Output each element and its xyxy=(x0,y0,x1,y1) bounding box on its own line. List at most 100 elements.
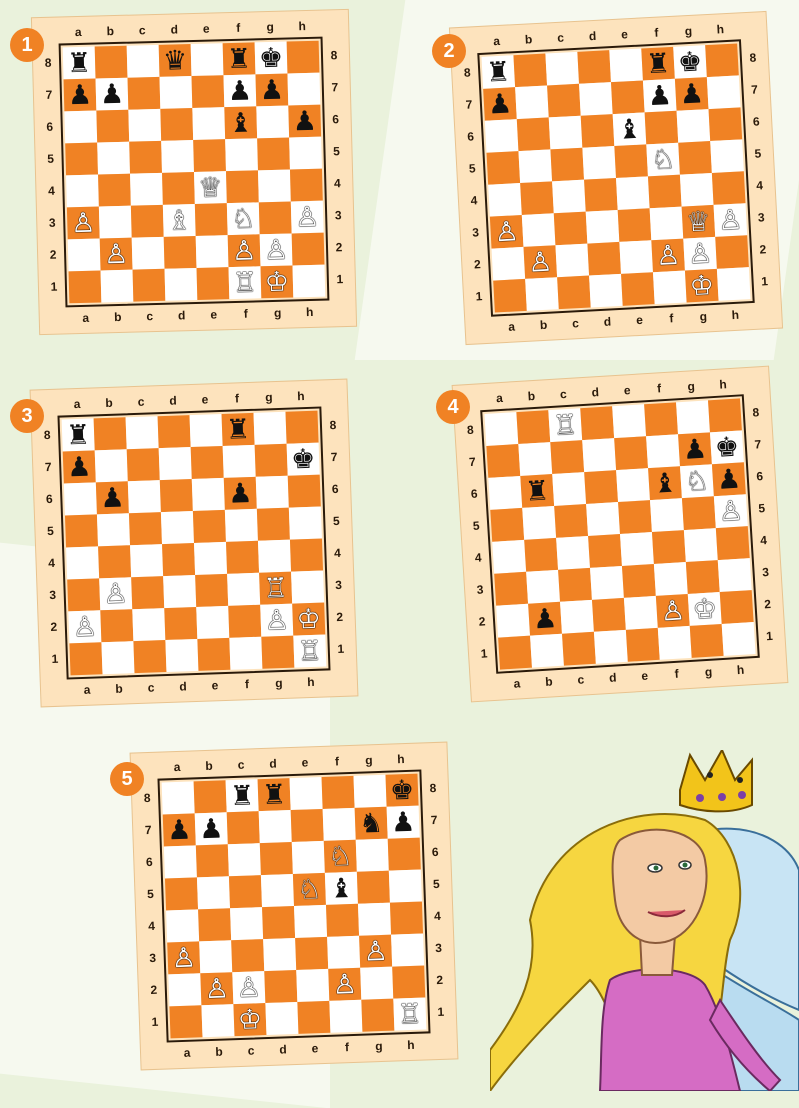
square-g4[interactable] xyxy=(680,173,714,207)
square-a4[interactable] xyxy=(66,546,99,579)
square-g8[interactable]: ♚ xyxy=(255,42,288,75)
square-c5[interactable] xyxy=(550,148,584,182)
square-g1[interactable]: ♔ xyxy=(685,269,719,303)
square-a4[interactable] xyxy=(488,183,522,217)
square-a1[interactable] xyxy=(169,1005,202,1038)
square-h5[interactable] xyxy=(289,137,322,170)
square-h7[interactable] xyxy=(707,75,741,109)
square-h1[interactable]: ♖ xyxy=(293,634,326,667)
square-d8[interactable] xyxy=(577,50,611,84)
square-f6[interactable] xyxy=(645,111,679,145)
square-c2[interactable]: ♙ xyxy=(232,971,265,1004)
black-pawn-icon[interactable]: ♟ xyxy=(67,81,92,109)
black-pawn-icon[interactable]: ♟ xyxy=(100,484,125,512)
square-d3[interactable]: ♗ xyxy=(163,204,196,237)
square-f2[interactable]: ♙ xyxy=(228,234,261,267)
square-g6[interactable] xyxy=(256,476,289,509)
square-d2[interactable] xyxy=(164,607,197,640)
square-a5[interactable] xyxy=(65,514,98,547)
square-d6[interactable] xyxy=(584,470,618,504)
square-h8[interactable] xyxy=(708,398,742,432)
square-a6[interactable] xyxy=(64,111,97,144)
square-h7[interactable]: ♚ xyxy=(287,443,320,476)
square-b7[interactable]: ♟ xyxy=(195,812,228,845)
square-a8[interactable]: ♜ xyxy=(481,55,515,89)
square-f6[interactable]: ♟ xyxy=(224,477,257,510)
square-f5[interactable]: ♘ xyxy=(646,143,680,177)
square-e1[interactable] xyxy=(297,1001,330,1034)
square-b1[interactable] xyxy=(525,277,559,311)
square-a5[interactable] xyxy=(490,508,524,542)
black-pawn-icon[interactable]: ♟ xyxy=(99,80,124,108)
square-g5[interactable] xyxy=(257,508,290,541)
square-b8[interactable] xyxy=(95,46,128,79)
black-rook-icon[interactable]: ♜ xyxy=(225,415,250,443)
square-b3[interactable] xyxy=(99,206,132,239)
square-h3[interactable]: ♙ xyxy=(291,201,324,234)
square-d6[interactable] xyxy=(581,114,615,148)
square-e7[interactable] xyxy=(191,75,224,108)
white-knight-icon[interactable]: ♘ xyxy=(650,145,676,173)
square-h4[interactable] xyxy=(712,171,746,205)
square-g1[interactable]: ♔ xyxy=(260,265,293,298)
square-f3[interactable] xyxy=(227,573,260,606)
square-a3[interactable]: ♙ xyxy=(167,941,200,974)
black-pawn-icon[interactable]: ♟ xyxy=(716,465,742,493)
square-h8[interactable] xyxy=(285,411,318,444)
square-f3[interactable] xyxy=(327,936,360,969)
square-a7[interactable]: ♟ xyxy=(483,87,517,121)
white-pawn-icon[interactable]: ♙ xyxy=(103,580,128,608)
square-c7[interactable] xyxy=(128,77,161,110)
black-king-icon[interactable]: ♚ xyxy=(389,776,414,804)
square-e1[interactable] xyxy=(621,272,655,306)
square-h4[interactable] xyxy=(290,539,323,572)
white-knight-icon[interactable]: ♘ xyxy=(231,205,256,233)
square-a6[interactable] xyxy=(64,482,97,515)
square-h4[interactable] xyxy=(390,902,423,935)
square-c8[interactable] xyxy=(126,416,159,449)
square-e7[interactable] xyxy=(614,436,648,470)
square-e3[interactable] xyxy=(618,208,652,242)
square-d5[interactable] xyxy=(261,874,294,907)
square-c1[interactable]: ♔ xyxy=(233,1003,266,1036)
black-pawn-icon[interactable]: ♟ xyxy=(227,77,252,105)
square-g1[interactable] xyxy=(690,624,724,658)
square-d3[interactable] xyxy=(163,575,196,608)
square-h2[interactable] xyxy=(392,965,425,998)
square-h7[interactable]: ♟ xyxy=(387,806,420,839)
white-king-icon[interactable]: ♔ xyxy=(237,1006,262,1034)
white-pawn-icon[interactable]: ♙ xyxy=(295,203,320,231)
square-h1[interactable] xyxy=(717,267,751,301)
square-g1[interactable] xyxy=(361,999,394,1032)
square-h1[interactable] xyxy=(722,622,756,656)
square-c1[interactable] xyxy=(133,640,166,673)
square-a7[interactable]: ♟ xyxy=(64,79,97,112)
square-g3[interactable] xyxy=(259,201,292,234)
square-f1[interactable] xyxy=(229,637,262,670)
square-e2[interactable] xyxy=(196,235,229,268)
square-c1[interactable] xyxy=(557,276,591,310)
square-a1[interactable] xyxy=(69,270,102,303)
square-e2[interactable] xyxy=(624,596,658,630)
square-e4[interactable] xyxy=(194,542,227,575)
square-e5[interactable] xyxy=(193,510,226,543)
black-pawn-icon[interactable]: ♟ xyxy=(199,815,224,843)
square-e7[interactable] xyxy=(291,809,324,842)
black-pawn-icon[interactable]: ♟ xyxy=(292,107,317,135)
square-d5[interactable] xyxy=(161,140,194,173)
black-bishop-icon[interactable]: ♝ xyxy=(652,469,678,497)
square-e6[interactable] xyxy=(616,468,650,502)
black-king-icon[interactable]: ♚ xyxy=(714,433,740,461)
square-c3[interactable] xyxy=(554,212,588,246)
square-b7[interactable] xyxy=(518,442,552,476)
square-d8[interactable] xyxy=(158,415,191,448)
square-b5[interactable] xyxy=(522,506,556,540)
square-f8[interactable]: ♜ xyxy=(222,413,255,446)
square-e6[interactable]: ♝ xyxy=(613,112,647,146)
square-a7[interactable]: ♟ xyxy=(163,813,196,846)
white-pawn-icon[interactable]: ♙ xyxy=(171,944,196,972)
square-c3[interactable] xyxy=(558,568,592,602)
square-h8[interactable] xyxy=(705,43,739,77)
square-d6[interactable] xyxy=(160,479,193,512)
square-e5[interactable] xyxy=(193,139,226,172)
